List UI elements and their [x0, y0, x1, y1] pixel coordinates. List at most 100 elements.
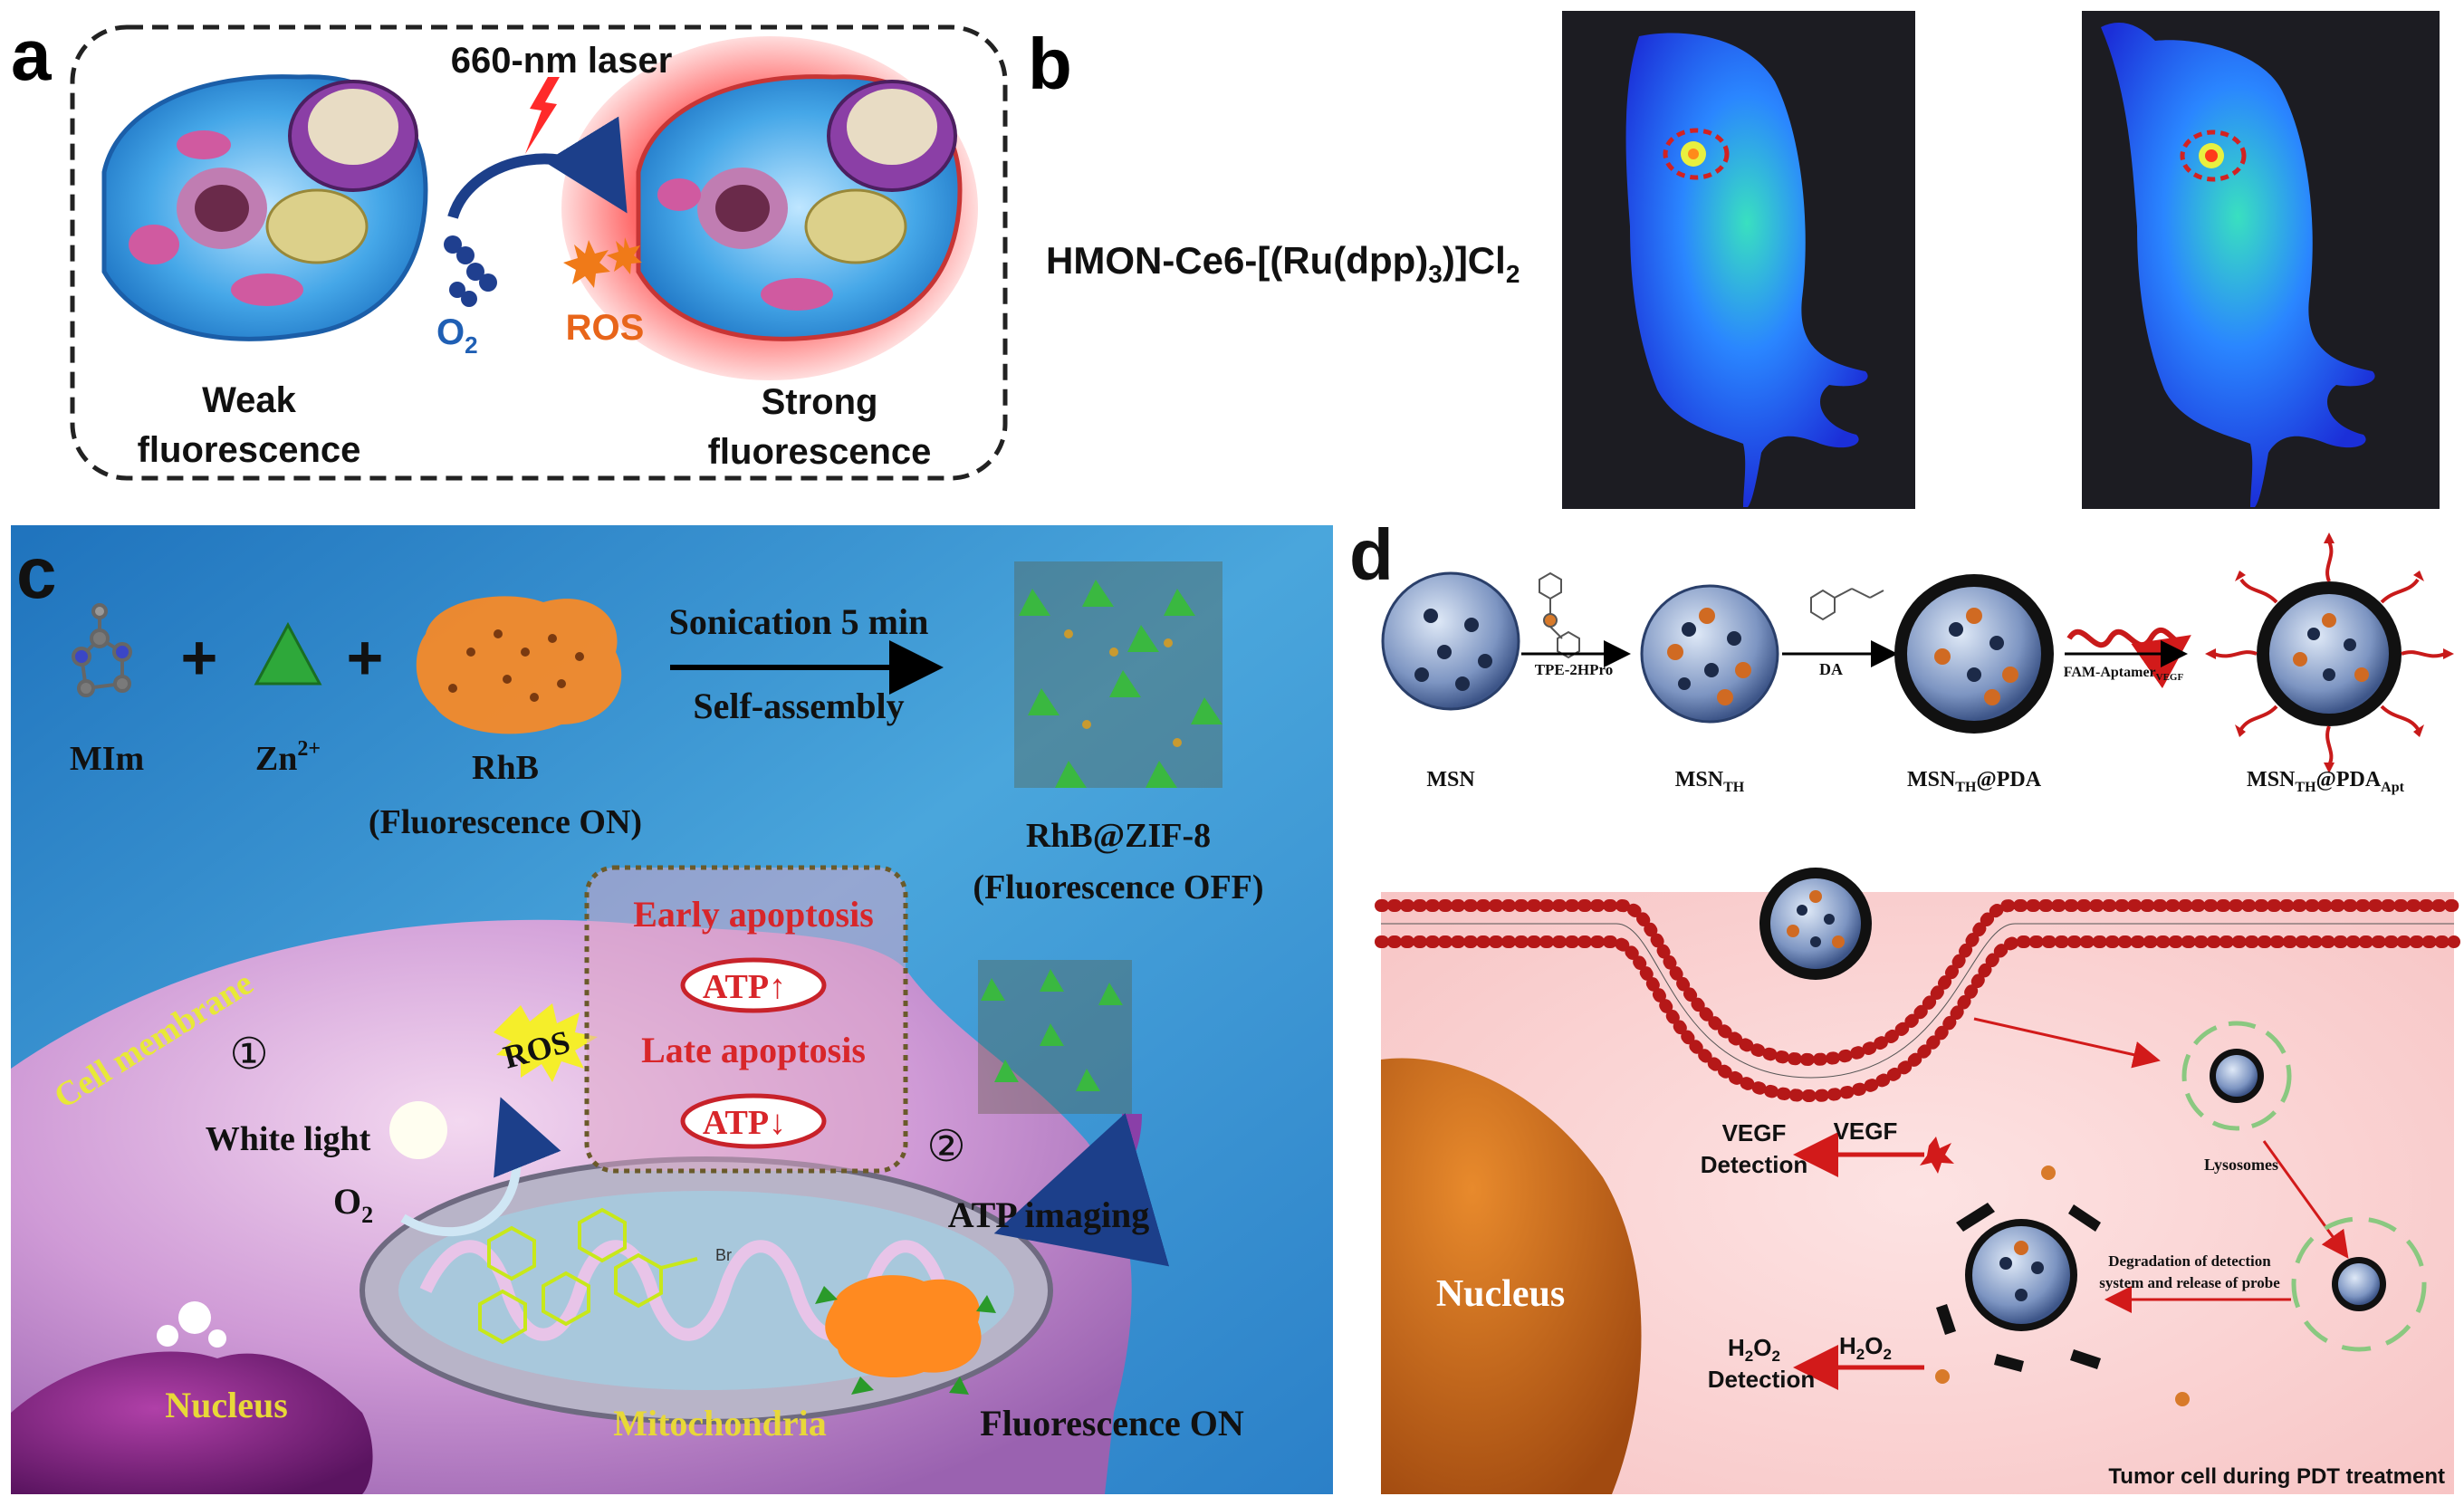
late-apoptosis-label: Late apoptosis: [641, 1030, 866, 1070]
vegf-detection-label-2: Detection: [1701, 1151, 1807, 1178]
panel-a: a 660-nm laser: [11, 14, 1008, 481]
lysosome-to-release-arrow: [2262, 1140, 2349, 1259]
panel-d-label: d: [1349, 514, 1394, 595]
o2-to-ros-arrow: [400, 1097, 561, 1237]
zn-tetrahedron-icon: [254, 621, 322, 686]
atp-down-label: ATP↓: [703, 1104, 786, 1142]
self-assembly-label: Self-assembly: [693, 686, 904, 726]
laser-bolt-icon: [525, 77, 560, 154]
photosensitizer-molecule-icon: [478, 1207, 698, 1345]
nucleus-highlight-tiny: [208, 1329, 226, 1348]
zif8-framework-icon: [1014, 561, 1222, 788]
early-apoptosis-label: Early apoptosis: [633, 894, 874, 935]
panel-d: d MSN TPE-2HPro MSNTH DA: [1349, 514, 2460, 1494]
da-molecule-icon: [1810, 588, 1884, 621]
msn-th-pda-label: MSNTH@PDA: [1907, 768, 2042, 795]
msn-th-label: MSNTH: [1675, 768, 1745, 795]
strong-cell-illustration: [561, 36, 978, 380]
weak-cell-illustration: [101, 74, 428, 341]
h2o2-detection-label-1: H2O2: [1728, 1334, 1780, 1365]
nucleus-highlight: [178, 1301, 211, 1334]
panel-c-label: c: [16, 532, 57, 613]
panel-a-border: [70, 24, 1008, 481]
msn-th-pda-apt-label: MSNTH@PDAApt: [2247, 768, 2405, 795]
strong-label-line2: fluorescence: [708, 432, 932, 472]
aptamer-wave-icon: [2066, 628, 2191, 689]
degradation-label-1: Degradation of detection: [2108, 1252, 2271, 1270]
weak-label-line2: fluorescence: [138, 430, 361, 470]
particle-to-mito-arrow: [993, 1113, 1170, 1267]
weak-label-line1: Weak: [202, 380, 297, 420]
vegf-label: VEGF: [1834, 1118, 1898, 1145]
rhb-in-mitochondria-icon: [815, 1275, 996, 1395]
lysosomes-label: Lysosomes: [2204, 1156, 2278, 1174]
nucleus-d-label: Nucleus: [1436, 1273, 1565, 1315]
step-1-marker: ①: [229, 1031, 268, 1079]
nucleus-highlight-small: [157, 1325, 178, 1347]
h2o2-detection-label-2: Detection: [1708, 1366, 1815, 1393]
apoptosis-box: [584, 865, 908, 1174]
step-2-marker: ②: [926, 1123, 965, 1171]
msn-th-pda-particle: [1894, 574, 2054, 734]
mim-label: MIm: [70, 740, 144, 778]
msn-label: MSN: [1426, 768, 1475, 791]
h2o2-label: H2O2: [1839, 1332, 1892, 1363]
o2-label-c: O2: [333, 1181, 373, 1228]
o2-molecules-icon: [444, 235, 497, 307]
product-state-label: (Fluorescence OFF): [973, 868, 1263, 906]
msn-particle: [1381, 571, 1520, 711]
degrading-lysosome-icon: [2291, 1216, 2427, 1352]
white-light-icon: [389, 1101, 447, 1159]
plus-sign-1: +: [181, 622, 218, 693]
panel-b: b HMON-Ce6-[(Ru(dpp)3)]Cl2: [1028, 11, 2440, 509]
membrane-outer: [1375, 899, 2460, 1067]
probe-molecule-icon: [1935, 1165, 2190, 1406]
vegf-burst-icon: [1920, 1137, 1954, 1174]
atp-up-badge: [680, 957, 827, 1013]
fluorescence-on-label: Fluorescence ON: [980, 1403, 1244, 1444]
atp-imaging-label: ATP imaging: [948, 1194, 1150, 1235]
membrane-inner: [1375, 935, 2460, 1103]
msn-th-particle: [1640, 584, 1779, 724]
atp-up-label: ATP↑: [703, 968, 786, 1006]
atp-down-badge: [680, 1093, 827, 1149]
lysosome-icon: [2181, 1021, 2292, 1131]
strong-label-line1: Strong: [762, 382, 878, 422]
nucleus-d-body: [1381, 1058, 1642, 1494]
zif8-particle-icon: [978, 960, 1132, 1114]
degradation-label-2: system and release of probe: [2099, 1274, 2280, 1291]
rhb-molecule-icon: [416, 596, 622, 734]
conversion-arrow: [447, 116, 628, 219]
tpe-label: TPE-2HPro: [1535, 661, 1614, 678]
endocytosis-arrow: [1973, 1017, 2161, 1069]
mim-molecule-icon: [72, 603, 132, 697]
rhb-state-label: (Fluorescence ON): [369, 803, 642, 841]
mitochondria-label: Mitochondria: [613, 1403, 827, 1444]
compound-label: HMON-Ce6-[(Ru(dpp)3)]Cl2: [1046, 239, 1520, 288]
mouse-image-1: [1562, 11, 1915, 509]
plus-sign-2: +: [347, 622, 384, 693]
laser-label: 660-nm laser: [451, 41, 673, 81]
ros-burst-icon: [563, 237, 642, 288]
zn-label: Zn2+: [255, 737, 321, 778]
mouse-image-2: [2082, 11, 2440, 509]
rhb-label: RhB: [472, 749, 539, 787]
msn-th-pda-apt-particle: [2205, 532, 2454, 773]
nucleus-label: Nucleus: [165, 1385, 288, 1425]
membrane-core: [1381, 923, 2454, 1079]
br-label: Br: [715, 1246, 732, 1264]
white-light-label: White light: [206, 1120, 371, 1158]
entering-particle: [1759, 868, 1872, 980]
o2-label: O2: [436, 312, 478, 359]
central-particle: [1936, 1203, 2101, 1372]
fam-aptamer-label: FAM-AptamerVEGF: [2064, 665, 2184, 683]
panel-c: c MIm + Zn2+ + RhB (Fluorescence ON) Son…: [11, 525, 1333, 1494]
tumor-cell-label: Tumor cell during PDT treatment: [2108, 1464, 2445, 1489]
nucleus-body: [11, 1351, 373, 1494]
vegf-detection-label-1: VEGF: [1722, 1119, 1787, 1146]
product-label: RhB@ZIF-8: [1026, 817, 1211, 855]
panel-b-label: b: [1028, 24, 1072, 104]
tpe-molecule-icon: [1539, 571, 1580, 659]
ros-burst-icon-c: [494, 1003, 598, 1082]
